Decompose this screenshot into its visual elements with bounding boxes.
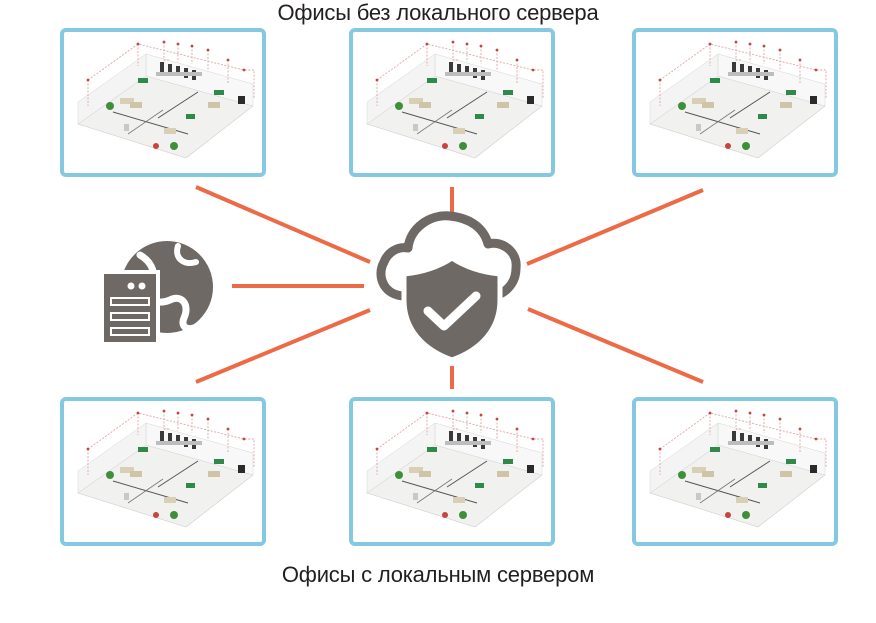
connector-lines bbox=[195, 185, 704, 389]
connector-bottom-right bbox=[527, 307, 704, 384]
office-bottom-center bbox=[349, 397, 555, 546]
server-globe-icon bbox=[100, 241, 213, 346]
office-top-right bbox=[632, 28, 838, 177]
office-top-left bbox=[60, 28, 266, 177]
office-bottom-right bbox=[632, 397, 838, 546]
office-bottom-left bbox=[60, 397, 266, 546]
office-top-center bbox=[349, 28, 555, 177]
connector-top-left bbox=[195, 185, 371, 264]
connector-bottom-left bbox=[195, 308, 371, 384]
cloud-shield-check-icon bbox=[376, 211, 521, 363]
caption-offices-with-server: Офисы с локальным сервером bbox=[281, 562, 595, 587]
connector-top-right bbox=[526, 188, 704, 266]
caption-offices-without-server: Офисы без локального сервера bbox=[277, 0, 599, 25]
